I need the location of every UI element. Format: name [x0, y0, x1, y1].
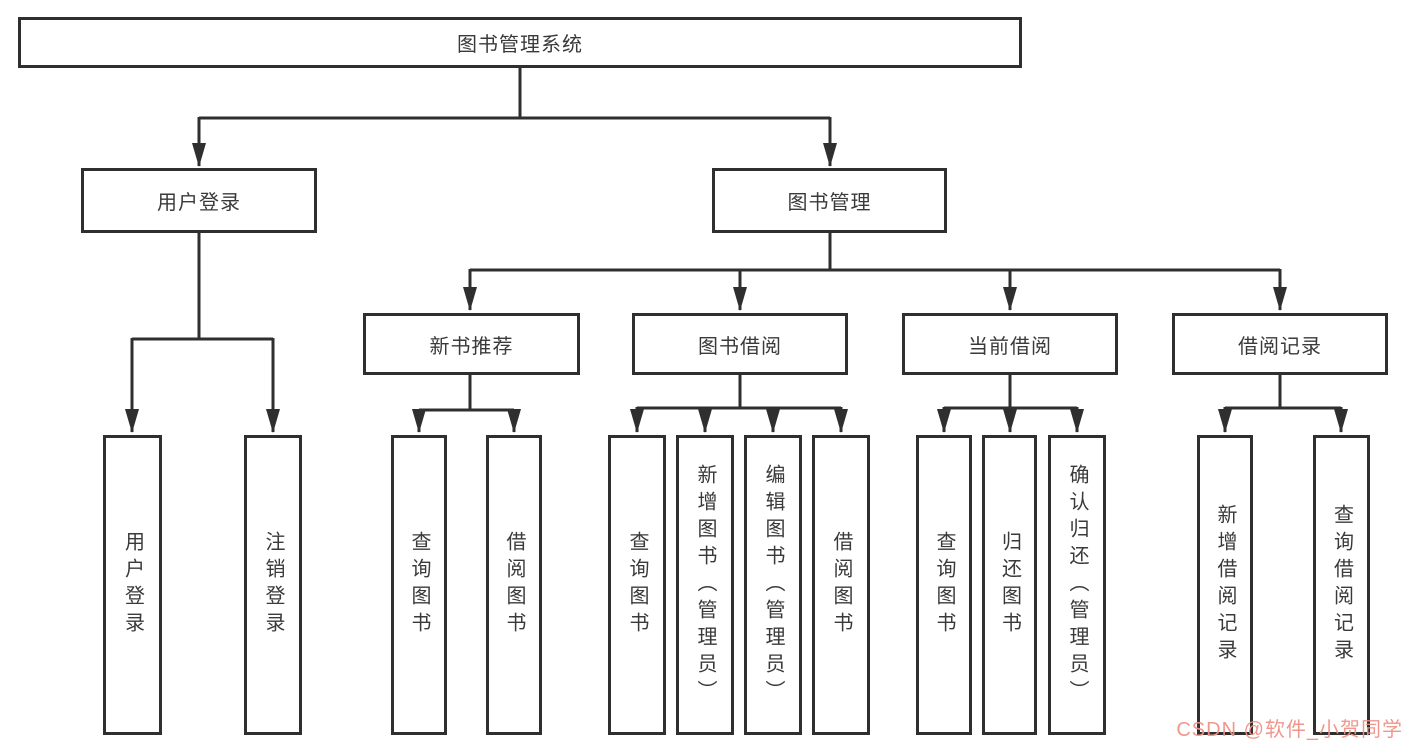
leaf-query-books-borrow: 查询图书: [608, 435, 666, 735]
node-user-login: 用户登录: [81, 168, 317, 233]
node-root-system: 图书管理系统: [18, 17, 1022, 68]
node-book-borrowing: 图书借阅: [632, 313, 848, 375]
leaf-query-books-current: 查询图书: [916, 435, 972, 735]
leaf-return-books: 归还图书: [982, 435, 1037, 735]
node-new-book-recommend: 新书推荐: [363, 313, 580, 375]
leaf-query-books-recommend: 查询图书: [391, 435, 447, 735]
leaf-edit-books-admin: 编辑图书（管理员）: [744, 435, 802, 735]
node-book-management: 图书管理: [712, 168, 947, 233]
leaf-user-login: 用户登录: [103, 435, 162, 735]
leaf-confirm-return-admin: 确认归还（管理员）: [1048, 435, 1106, 735]
csdn-watermark: CSDN @软件_小贺同学: [1176, 719, 1403, 741]
node-current-borrowing: 当前借阅: [902, 313, 1118, 375]
leaf-borrow-books-recommend: 借阅图书: [486, 435, 542, 735]
leaf-query-borrow-record: 查询借阅记录: [1313, 435, 1370, 735]
leaf-borrow-books: 借阅图书: [812, 435, 870, 735]
leaf-add-books-admin: 新增图书（管理员）: [676, 435, 734, 735]
leaf-logout: 注销登录: [244, 435, 302, 735]
node-borrow-records: 借阅记录: [1172, 313, 1388, 375]
leaf-add-borrow-record: 新增借阅记录: [1197, 435, 1253, 735]
